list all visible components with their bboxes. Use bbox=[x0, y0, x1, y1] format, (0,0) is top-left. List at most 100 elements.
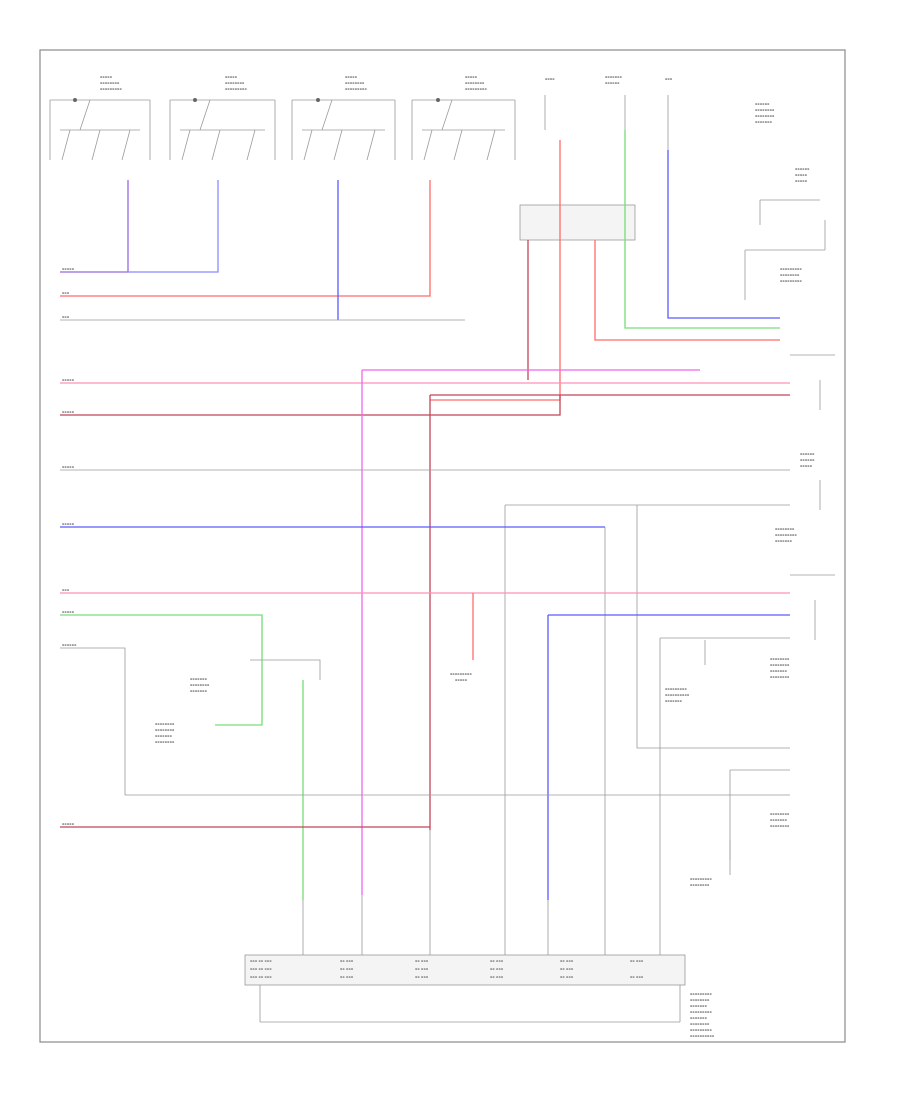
wire-dark-right bbox=[659, 637, 790, 900]
svg-text:▪▪▪▪▪▪▪▪▪: ▪▪▪▪▪▪▪▪▪ bbox=[665, 687, 687, 691]
door-switch-group-1: ▪▪▪▪▪ ▪▪▪▪▪▪▪▪ ▪▪▪▪▪▪▪▪▪ bbox=[49, 75, 151, 161]
svg-text:▪▪▪▪▪▪▪▪: ▪▪▪▪▪▪▪▪ bbox=[690, 1022, 710, 1026]
svg-text:▪▪▪▪▪▪▪▪: ▪▪▪▪▪▪▪▪ bbox=[775, 527, 795, 531]
module-label: ▪▪▪▪▪▪▪▪▪ ▪▪▪▪▪▪▪▪ ▪▪▪▪▪▪▪ ▪▪▪▪▪▪▪▪▪ ▪▪▪… bbox=[690, 992, 715, 1038]
svg-text:▪▪▪▪▪▪▪: ▪▪▪▪▪▪▪ bbox=[775, 539, 793, 543]
wire-green-top bbox=[624, 130, 780, 329]
svg-text:▪▪▪▪▪▪▪▪▪: ▪▪▪▪▪▪▪▪▪ bbox=[780, 279, 802, 283]
svg-text:▪▪▪▪▪▪▪▪▪: ▪▪▪▪▪▪▪▪▪ bbox=[690, 1010, 712, 1014]
svg-text:▪▪▪▪▪▪▪▪: ▪▪▪▪▪▪▪▪ bbox=[780, 273, 800, 277]
svg-text:▪▪▪▪▪: ▪▪▪▪▪ bbox=[795, 179, 808, 183]
fuse-labels: ▪▪▪▪ ▪▪▪▪▪▪▪ ▪▪▪▪▪▪ ▪▪▪ ▪▪▪▪▪▪ ▪▪▪▪▪▪▪▪ … bbox=[544, 75, 775, 150]
wire-gray-3 bbox=[504, 504, 790, 900]
svg-text:▪▪▪▪▪▪▪▪▪▪: ▪▪▪▪▪▪▪▪▪▪ bbox=[690, 1034, 715, 1038]
svg-text:▪▪▪: ▪▪▪ bbox=[62, 291, 70, 295]
svg-text:▪▪▪▪▪▪: ▪▪▪▪▪▪ bbox=[62, 643, 77, 647]
svg-text:▪▪ ▪▪▪: ▪▪ ▪▪▪ bbox=[560, 967, 574, 971]
svg-text:▪▪▪▪▪▪▪: ▪▪▪▪▪▪▪ bbox=[770, 818, 788, 822]
diagram-frame bbox=[39, 49, 846, 1043]
svg-text:▪▪▪▪▪▪▪▪: ▪▪▪▪▪▪▪▪ bbox=[770, 675, 790, 679]
center-labels: ▪▪▪▪▪▪▪▪▪ ▪▪▪▪▪ ▪▪▪▪▪▪▪▪▪ ▪▪▪▪▪▪▪▪▪▪ ▪▪▪… bbox=[155, 640, 731, 887]
svg-text:▪▪▪▪▪▪▪▪: ▪▪▪▪▪▪▪▪ bbox=[155, 740, 175, 744]
door-switch-group-2: ▪▪▪▪▪ ▪▪▪▪▪▪▪▪ ▪▪▪▪▪▪▪▪▪ bbox=[169, 75, 276, 161]
svg-text:▪▪▪▪▪▪▪: ▪▪▪▪▪▪▪ bbox=[690, 1016, 708, 1020]
svg-text:▪▪▪▪▪▪▪▪: ▪▪▪▪▪▪▪▪ bbox=[345, 81, 365, 85]
svg-text:▪▪▪▪▪▪: ▪▪▪▪▪▪ bbox=[800, 452, 815, 456]
svg-text:▪▪▪▪▪: ▪▪▪▪▪ bbox=[62, 522, 75, 526]
svg-text:▪▪ ▪▪▪: ▪▪ ▪▪▪ bbox=[490, 975, 504, 979]
door-switch-group-3: ▪▪▪▪▪ ▪▪▪▪▪▪▪▪ ▪▪▪▪▪▪▪▪▪ bbox=[291, 75, 396, 161]
svg-text:▪▪▪▪▪▪▪▪: ▪▪▪▪▪▪▪▪ bbox=[190, 683, 210, 687]
svg-text:▪▪▪ ▪▪ ▪▪▪: ▪▪▪ ▪▪ ▪▪▪ bbox=[250, 967, 272, 971]
svg-text:▪▪▪▪▪▪▪▪: ▪▪▪▪▪▪▪▪ bbox=[225, 81, 245, 85]
wire-purple-1 bbox=[60, 180, 129, 273]
wire-darkred-1 bbox=[60, 395, 561, 416]
svg-text:▪▪▪: ▪▪▪ bbox=[665, 77, 673, 81]
svg-text:▪▪ ▪▪▪: ▪▪ ▪▪▪ bbox=[340, 967, 354, 971]
wire-red-fuse bbox=[430, 140, 561, 401]
svg-text:▪▪▪▪▪▪▪▪▪: ▪▪▪▪▪▪▪▪▪ bbox=[775, 533, 797, 537]
svg-text:▪▪▪▪▪: ▪▪▪▪▪ bbox=[225, 75, 238, 79]
svg-text:▪▪▪▪▪▪▪▪▪: ▪▪▪▪▪▪▪▪▪ bbox=[690, 992, 712, 996]
svg-text:▪▪▪▪▪▪▪▪: ▪▪▪▪▪▪▪▪ bbox=[690, 883, 710, 887]
right-module-mid: ▪▪▪▪▪▪ ▪▪▪▪▪▪ ▪▪▪▪▪ ▪▪▪▪▪▪▪▪ ▪▪▪▪▪▪▪▪▪ ▪… bbox=[770, 354, 835, 828]
wire-magenta bbox=[361, 369, 700, 895]
wire-green-2 bbox=[60, 614, 263, 726]
wire-blue-top bbox=[667, 150, 780, 319]
control-module-connector bbox=[244, 954, 686, 986]
wire-gray-6 bbox=[60, 647, 790, 796]
svg-text:▪▪▪▪▪▪▪▪: ▪▪▪▪▪▪▪▪ bbox=[155, 728, 175, 732]
svg-text:▪▪▪▪▪▪: ▪▪▪▪▪▪ bbox=[795, 167, 810, 171]
svg-text:▪▪▪▪▪: ▪▪▪▪▪ bbox=[100, 75, 113, 79]
wire-lightblue-1 bbox=[128, 180, 219, 273]
svg-text:▪▪▪▪▪: ▪▪▪▪▪ bbox=[800, 464, 813, 468]
svg-text:▪▪▪▪▪▪▪▪: ▪▪▪▪▪▪▪▪ bbox=[770, 824, 790, 828]
wire-red-main bbox=[60, 180, 431, 297]
svg-text:▪▪▪▪▪▪▪▪: ▪▪▪▪▪▪▪▪ bbox=[770, 812, 790, 816]
svg-text:▪▪▪▪▪▪▪▪▪: ▪▪▪▪▪▪▪▪▪ bbox=[465, 87, 487, 91]
junction-connector bbox=[519, 204, 636, 241]
svg-text:▪▪▪▪▪: ▪▪▪▪▪ bbox=[62, 822, 75, 826]
svg-text:▪▪▪▪▪▪▪▪: ▪▪▪▪▪▪▪▪ bbox=[755, 114, 775, 118]
svg-text:▪▪ ▪▪▪: ▪▪ ▪▪▪ bbox=[490, 967, 504, 971]
svg-text:▪▪▪▪▪▪▪: ▪▪▪▪▪▪▪ bbox=[755, 120, 773, 124]
svg-text:▪▪▪▪▪▪▪▪: ▪▪▪▪▪▪▪▪ bbox=[100, 81, 120, 85]
connector-pins: ▪▪▪ ▪▪ ▪▪▪ ▪▪▪ ▪▪ ▪▪▪ ▪▪▪ ▪▪ ▪▪▪ ▪▪ ▪▪▪ … bbox=[250, 959, 644, 979]
svg-text:▪▪▪▪▪: ▪▪▪▪▪ bbox=[62, 378, 75, 382]
svg-text:▪▪▪▪▪▪▪: ▪▪▪▪▪▪▪ bbox=[605, 75, 623, 79]
svg-text:▪▪▪▪▪: ▪▪▪▪▪ bbox=[345, 75, 358, 79]
svg-text:▪▪▪▪▪▪▪: ▪▪▪▪▪▪▪ bbox=[770, 669, 788, 673]
svg-text:▪▪▪▪▪▪▪▪▪: ▪▪▪▪▪▪▪▪▪ bbox=[100, 87, 122, 91]
svg-text:▪▪ ▪▪▪: ▪▪ ▪▪▪ bbox=[415, 967, 429, 971]
sensor-bracket bbox=[250, 659, 321, 680]
svg-text:▪▪▪▪▪▪▪▪▪: ▪▪▪▪▪▪▪▪▪ bbox=[690, 1028, 712, 1032]
svg-text:▪▪▪▪▪▪▪: ▪▪▪▪▪▪▪ bbox=[155, 734, 173, 738]
svg-text:▪▪▪▪▪▪▪▪: ▪▪▪▪▪▪▪▪ bbox=[465, 81, 485, 85]
svg-text:▪▪▪▪▪▪▪▪▪: ▪▪▪▪▪▪▪▪▪ bbox=[345, 87, 367, 91]
svg-text:▪▪▪▪▪▪▪▪: ▪▪▪▪▪▪▪▪ bbox=[690, 998, 710, 1002]
svg-text:▪▪ ▪▪▪: ▪▪ ▪▪▪ bbox=[415, 975, 429, 979]
svg-text:▪▪▪▪▪▪: ▪▪▪▪▪▪ bbox=[605, 81, 620, 85]
svg-text:▪▪▪▪▪▪▪: ▪▪▪▪▪▪▪ bbox=[665, 699, 683, 703]
svg-text:▪▪▪▪▪▪▪▪▪: ▪▪▪▪▪▪▪▪▪ bbox=[780, 267, 802, 271]
svg-text:▪▪▪▪▪▪▪▪: ▪▪▪▪▪▪▪▪ bbox=[155, 722, 175, 726]
svg-text:▪▪▪▪▪▪▪▪▪: ▪▪▪▪▪▪▪▪▪ bbox=[450, 672, 472, 676]
svg-text:▪▪ ▪▪▪: ▪▪ ▪▪▪ bbox=[340, 975, 354, 979]
svg-text:▪▪▪▪▪▪▪: ▪▪▪▪▪▪▪ bbox=[690, 1004, 708, 1008]
svg-text:▪▪ ▪▪▪: ▪▪ ▪▪▪ bbox=[340, 959, 354, 963]
wire-gray-4 bbox=[636, 505, 790, 749]
left-wire-tags: ▪▪▪▪▪ ▪▪▪ ▪▪▪ ▪▪▪▪▪ ▪▪▪▪▪ ▪▪▪▪▪ ▪▪▪▪▪ ▪▪… bbox=[62, 267, 77, 826]
svg-text:▪▪▪▪▪▪▪▪: ▪▪▪▪▪▪▪▪ bbox=[770, 663, 790, 667]
svg-text:▪▪▪▪▪▪▪▪: ▪▪▪▪▪▪▪▪ bbox=[755, 108, 775, 112]
svg-text:▪▪▪ ▪▪ ▪▪▪: ▪▪▪ ▪▪ ▪▪▪ bbox=[250, 959, 272, 963]
svg-text:▪▪▪: ▪▪▪ bbox=[62, 588, 70, 592]
svg-text:▪▪▪▪▪: ▪▪▪▪▪ bbox=[62, 410, 75, 414]
svg-text:▪▪ ▪▪▪: ▪▪ ▪▪▪ bbox=[630, 975, 644, 979]
svg-text:▪▪ ▪▪▪: ▪▪ ▪▪▪ bbox=[630, 959, 644, 963]
svg-text:▪▪▪▪▪▪▪▪▪: ▪▪▪▪▪▪▪▪▪ bbox=[225, 87, 247, 91]
svg-text:▪▪▪▪▪: ▪▪▪▪▪ bbox=[795, 173, 808, 177]
svg-text:▪▪▪▪▪▪▪: ▪▪▪▪▪▪▪ bbox=[190, 677, 208, 681]
svg-text:▪▪▪▪▪: ▪▪▪▪▪ bbox=[62, 267, 75, 271]
svg-text:▪▪▪▪: ▪▪▪▪ bbox=[545, 77, 555, 81]
